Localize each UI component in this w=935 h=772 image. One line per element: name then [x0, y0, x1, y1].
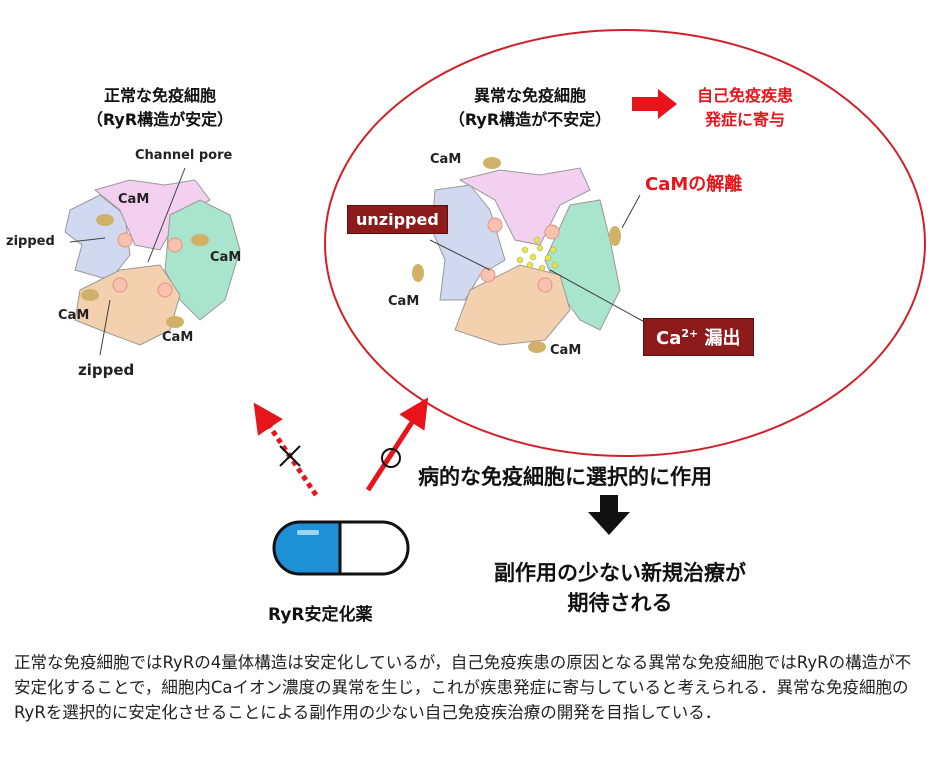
abnormal-cell-ellipse: [324, 29, 926, 457]
label-cam: CaM: [430, 152, 462, 167]
leak-text: 漏出: [698, 328, 741, 349]
abnormal-cell-title: 異常な免疫細胞 （RyR構造が不安定）: [430, 84, 630, 132]
label-zipped: zipped: [6, 234, 55, 249]
normal-title: 正常な免疫細胞: [103, 86, 216, 105]
selective-action-text: 病的な免疫細胞に選択的に作用: [418, 465, 712, 489]
label-ca-leak: Ca2+ 漏出: [643, 318, 754, 356]
label-cam-dissociation: CaMの解離: [645, 174, 743, 195]
disease-contribution: 自己免疫疾患 発症に寄与: [680, 84, 810, 132]
label-zipped: zipped: [78, 361, 135, 379]
abnormal-ryr-structure: [412, 157, 651, 353]
expected-line2: 期待される: [567, 591, 673, 615]
label-cam: CaM: [550, 343, 582, 358]
result-line2: 発症に寄与: [704, 110, 785, 129]
circle-mark-icon: [381, 448, 401, 468]
arrow-down-icon: [588, 495, 630, 535]
description-paragraph: 正常な免疫細胞ではRyRの4量体構造は安定化しているが，自己免疫疾患の原因となる…: [14, 653, 912, 722]
drug-label: RyR安定化薬: [268, 605, 373, 625]
label-channel-pore: Channel pore: [135, 148, 233, 163]
capsule-icon: [272, 520, 410, 576]
label-cam: CaM: [118, 192, 150, 207]
ca-text: Ca: [656, 328, 682, 349]
label-unzipped: unzipped: [347, 205, 448, 234]
ca-charge: 2+: [681, 327, 699, 340]
result-line1: 自己免疫疾患: [696, 86, 793, 105]
expected-outcome: 副作用の少ない新規治療が 期待される: [460, 558, 780, 618]
label-cam: CaM: [210, 250, 242, 265]
normal-subtitle: （RyR構造が安定）: [86, 110, 234, 129]
expected-line1: 副作用の少ない新規治療が: [494, 561, 746, 585]
label-cam: CaM: [162, 330, 194, 345]
abnormal-subtitle: （RyR構造が不安定）: [448, 110, 612, 129]
normal-ryr-structure: [64, 167, 241, 356]
cross-mark-icon: [279, 445, 301, 467]
abnormal-title: 異常な免疫細胞: [473, 86, 586, 105]
normal-cell-title: 正常な免疫細胞 （RyR構造が安定）: [70, 84, 250, 132]
label-cam: CaM: [58, 308, 90, 323]
label-cam: CaM: [388, 294, 420, 309]
arrow-right-icon: [632, 89, 677, 119]
